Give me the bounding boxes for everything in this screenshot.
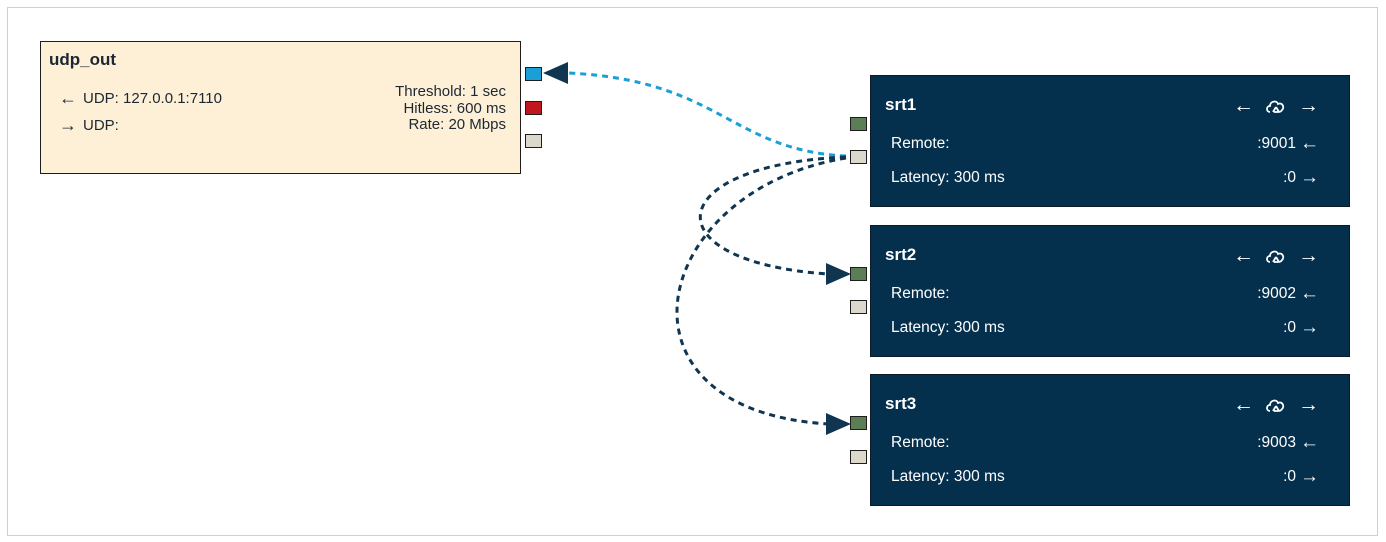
remote-row: Remote: :9003← [891,432,1319,454]
cloud-icon [1266,100,1285,113]
left-arrow-icon: ← [1233,94,1254,117]
srt1-node[interactable]: srt1 ← → Remote: :9001← Latency: 300 ms … [870,75,1350,207]
udp-out-port-output[interactable] [525,134,542,148]
latency-value: :0 [1283,319,1296,336]
latency-value: :0 [1283,169,1296,186]
latency-label: Latency: 300 ms [891,319,1005,336]
right-arrow-icon: → [1298,94,1319,117]
remote-label: Remote: [891,135,950,152]
remote-value: :9001 [1257,135,1296,152]
latency-label: Latency: 300 ms [891,468,1005,485]
srt2-port-input[interactable] [850,267,867,281]
latency-label: Latency: 300 ms [891,169,1005,186]
udp-output-label: UDP: [83,117,119,134]
left-arrow-icon: ← [1300,283,1319,304]
srt2-port-output[interactable] [850,300,867,314]
left-arrow-icon: ← [1300,133,1319,154]
node-title: udp_out [49,50,117,69]
node-icons: ← → [1233,94,1319,118]
hitless-text: Hitless: 600 ms [403,99,506,117]
node-icons: ← → [1233,393,1319,417]
right-arrow-icon: → [1300,167,1319,188]
node-icons: ← → [1233,244,1319,268]
latency-row: Latency: 300 ms :0→ [891,167,1319,189]
srt3-node[interactable]: srt3 ← → Remote: :9003← Latency: 300 ms … [870,374,1350,506]
udp-out-port-input[interactable] [525,67,542,81]
srt2-node[interactable]: srt2 ← → Remote: :9002← Latency: 300 ms … [870,225,1350,357]
right-arrow-icon: → [1300,317,1319,338]
srt3-port-output[interactable] [850,450,867,464]
udp-input-row: ← UDP: 127.0.0.1:7110 [59,88,222,109]
remote-value: :9002 [1257,285,1296,302]
udp-out-port-error[interactable] [525,101,542,115]
rate-text: Rate: 20 Mbps [408,116,506,133]
udp-output-row: → UDP: [59,115,119,136]
remote-row: Remote: :9001← [891,133,1319,155]
remote-label: Remote: [891,434,950,451]
srt1-port-input[interactable] [850,117,867,131]
left-arrow-icon: ← [1300,432,1319,453]
udp-stats: Threshold: 1 sec Hitless: 600 ms Rate: 2… [395,83,506,134]
right-arrow-icon: → [1298,393,1319,416]
remote-label: Remote: [891,285,950,302]
remote-row: Remote: :9002← [891,283,1319,305]
right-arrow-icon: → [59,115,77,135]
left-arrow-icon: ← [1233,393,1254,416]
node-title: srt2 [885,245,917,264]
right-arrow-icon: → [1298,244,1319,267]
latency-value: :0 [1283,468,1296,485]
srt1-port-output[interactable] [850,150,867,164]
node-title: srt1 [885,95,917,114]
latency-row: Latency: 300 ms :0→ [891,466,1319,488]
remote-value: :9003 [1257,434,1296,451]
cloud-icon [1266,399,1285,412]
left-arrow-icon: ← [59,88,77,108]
threshold-text: Threshold: 1 sec [395,83,506,100]
node-title: srt3 [885,394,917,413]
udp-input-label: UDP: 127.0.0.1:7110 [83,90,222,107]
udp-out-node[interactable]: udp_out ← UDP: 127.0.0.1:7110 → UDP: Thr… [40,41,521,174]
right-arrow-icon: → [1300,466,1319,487]
left-arrow-icon: ← [1233,244,1254,267]
srt3-port-input[interactable] [850,416,867,430]
cloud-icon [1266,250,1285,263]
latency-row: Latency: 300 ms :0→ [891,317,1319,339]
